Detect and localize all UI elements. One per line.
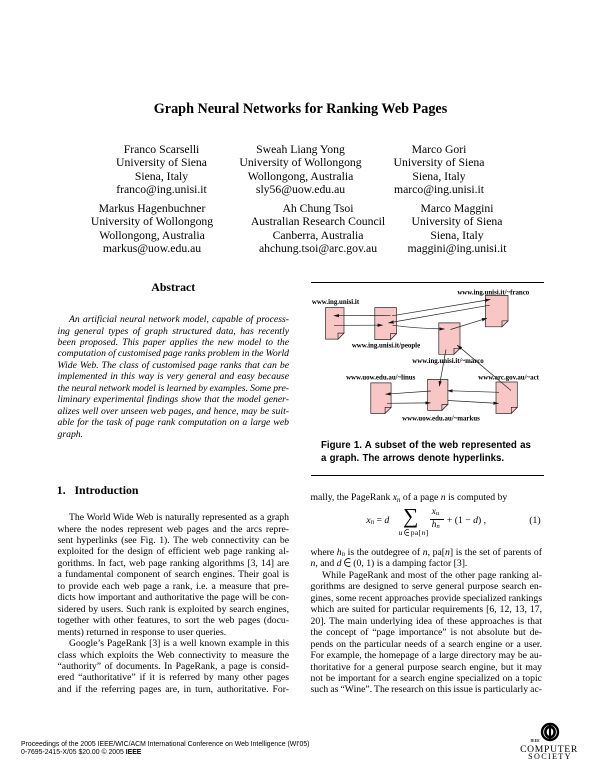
svg-text:www.ing.unisi.it/people: www.ing.unisi.it/people [352, 342, 420, 349]
svg-text:COMPUTER: COMPUTER [520, 744, 578, 755]
svg-text:www.uow.edu.au/~markus: www.uow.edu.au/~markus [402, 416, 480, 423]
svg-text:IEEE: IEEE [531, 739, 541, 743]
svg-text:www.arc.gov.au/~act: www.arc.gov.au/~act [478, 374, 539, 381]
svg-text:www.ing.unisi.it/~franco: www.ing.unisi.it/~franco [457, 290, 529, 297]
svg-text:www.ing.unisi.it/~marco: www.ing.unisi.it/~marco [412, 358, 484, 365]
svg-text:SOCIETY: SOCIETY [528, 752, 572, 761]
svg-text:www.uow.edu.au/~linus: www.uow.edu.au/~linus [346, 374, 416, 381]
svg-text:www.ing.unisi.it: www.ing.unisi.it [312, 299, 360, 306]
